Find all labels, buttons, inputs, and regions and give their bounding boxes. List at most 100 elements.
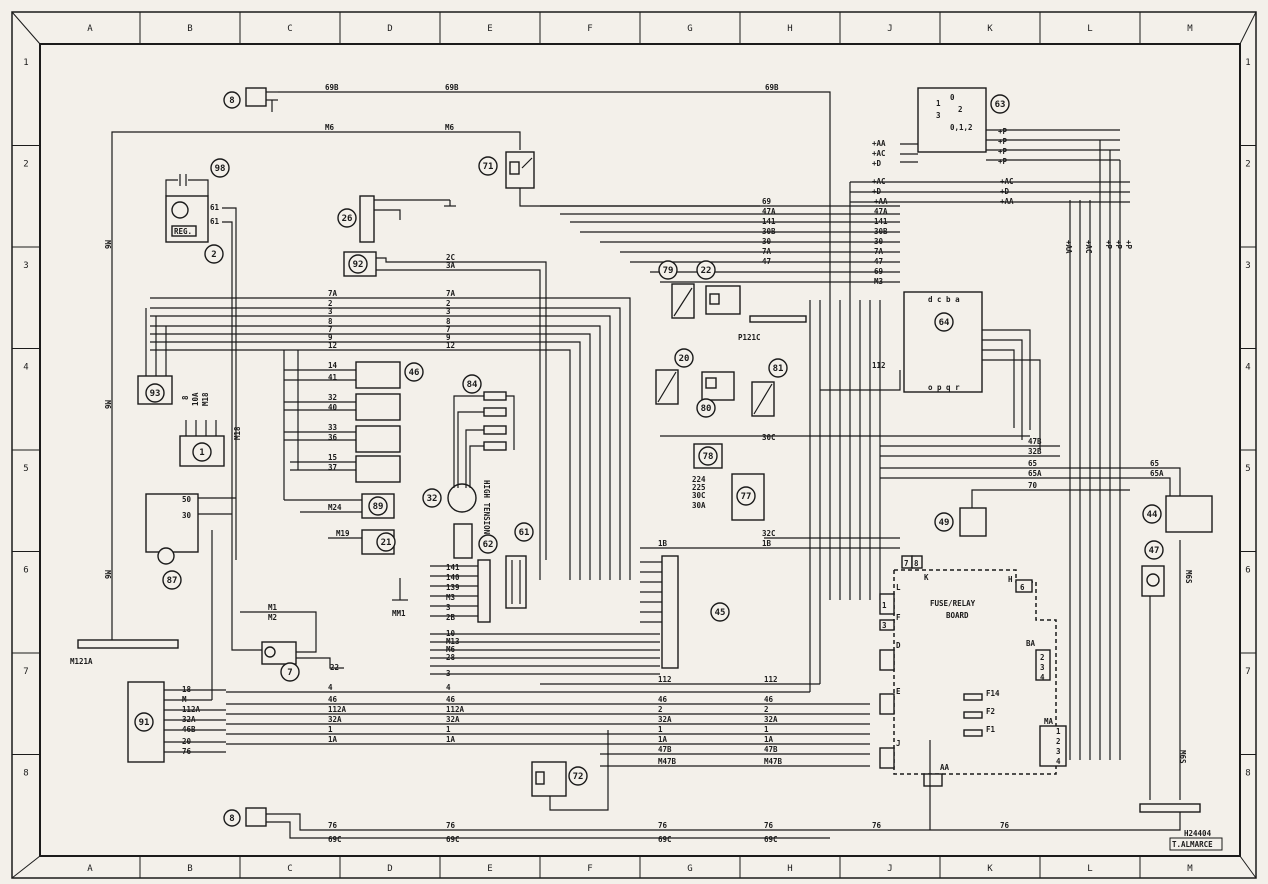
label: 112A <box>328 705 347 714</box>
label: 3 <box>882 621 887 630</box>
bus-wires <box>150 297 631 580</box>
label: 2B <box>446 613 456 622</box>
wires-to-46 <box>283 350 356 500</box>
label: 7 <box>328 325 333 334</box>
label: 18 <box>182 685 192 694</box>
component-26: 26 <box>337 195 375 243</box>
label: 1 <box>882 601 887 610</box>
grid-row-label: 6 <box>23 565 28 575</box>
label: 1 <box>199 448 204 458</box>
label: +AC <box>1084 240 1093 254</box>
label: 22 <box>330 663 339 672</box>
label: 76 <box>1000 821 1010 830</box>
label: +D <box>1000 187 1010 196</box>
component-8-bottom: 8 <box>223 807 267 827</box>
label: 1 <box>328 725 333 734</box>
label: 32A <box>182 715 196 724</box>
label: 7 <box>904 559 909 568</box>
label: 3A <box>446 261 456 270</box>
label: 40 <box>328 403 338 412</box>
label: 4 <box>1056 757 1061 766</box>
label: 10 <box>446 629 456 638</box>
label: 63 <box>995 100 1006 110</box>
label: 69 <box>762 197 772 206</box>
corner-line <box>11 11 41 45</box>
grid-row-label: 2 <box>23 159 28 169</box>
label: M19 <box>336 529 350 538</box>
label: 47 <box>762 257 771 266</box>
label: 3 <box>446 307 451 316</box>
component-98-alternator: 98 REG. 61 61 2 <box>165 158 230 264</box>
wires-62 <box>430 565 478 617</box>
label: 7A <box>328 289 338 298</box>
signature: T.ALMARCE <box>1172 840 1213 849</box>
label: 47A <box>762 207 776 216</box>
label: H <box>1008 575 1013 584</box>
label: 76 <box>182 747 192 756</box>
component-93: 93 <box>137 308 173 405</box>
wire-22 <box>296 657 344 669</box>
label: +D <box>872 187 882 196</box>
label: 47 <box>874 257 883 266</box>
grid-column-label: L <box>1087 24 1092 34</box>
label: 1A <box>328 735 338 744</box>
label: M13 <box>446 637 460 646</box>
wire-3a <box>376 269 541 580</box>
label: 1A <box>446 735 456 744</box>
label: +AC <box>872 149 886 158</box>
label: 14 <box>328 361 338 370</box>
label: 1 <box>658 725 663 734</box>
label: 72 <box>573 772 584 782</box>
label: 76 <box>328 821 338 830</box>
wire-69c <box>266 821 830 839</box>
corner-line <box>11 855 41 879</box>
label: 12 <box>446 341 455 350</box>
label: 76 <box>872 821 882 830</box>
label: M6 <box>446 645 456 654</box>
grid-column-label: E <box>487 864 492 874</box>
label: 89 <box>373 502 384 512</box>
label: 44 <box>1147 510 1158 520</box>
component-7: 7 <box>261 641 300 682</box>
label: 30A <box>692 501 706 510</box>
grid-row-label: 4 <box>23 362 28 372</box>
grid-column-label: C <box>287 864 292 874</box>
label: MA <box>1044 717 1054 726</box>
label: 32 <box>328 393 337 402</box>
label: 1A <box>658 735 668 744</box>
grid-column-label: D <box>387 24 392 34</box>
label: 1 <box>764 725 769 734</box>
component-79: 79 <box>658 260 695 319</box>
wire <box>519 188 760 207</box>
label: 47A <box>874 207 888 216</box>
label: 1 <box>1056 727 1061 736</box>
label: 139 <box>446 583 460 592</box>
label: M47B <box>658 757 677 766</box>
label: 30 <box>182 511 192 520</box>
label: L <box>896 583 901 592</box>
label: 4 <box>446 683 451 692</box>
label: 32 <box>427 494 438 504</box>
wires-64-right <box>982 329 1041 450</box>
grid-column-label: M <box>1187 24 1193 34</box>
grid-column-label: K <box>987 864 993 874</box>
label: 64 <box>939 318 950 328</box>
grid-column-label: G <box>687 864 692 874</box>
label: 77 <box>741 492 752 502</box>
grid-row-label: 2 <box>1245 159 1250 169</box>
grid-column-label: F <box>587 864 592 874</box>
label: 28 <box>446 653 456 662</box>
component-22: 22 <box>696 260 741 315</box>
label: 30B <box>762 227 776 236</box>
label: J <box>896 739 901 748</box>
grid-column-label: A <box>87 864 93 874</box>
label: +P <box>1114 240 1123 250</box>
wires-63-return <box>850 181 1130 203</box>
label: 69 <box>874 267 884 276</box>
label: M2 <box>268 613 277 622</box>
label: 1A <box>764 735 774 744</box>
component-8-top: 8 <box>223 87 278 112</box>
label: 141 <box>874 217 888 226</box>
outer-border <box>11 11 1257 879</box>
label: 22 <box>701 266 712 276</box>
